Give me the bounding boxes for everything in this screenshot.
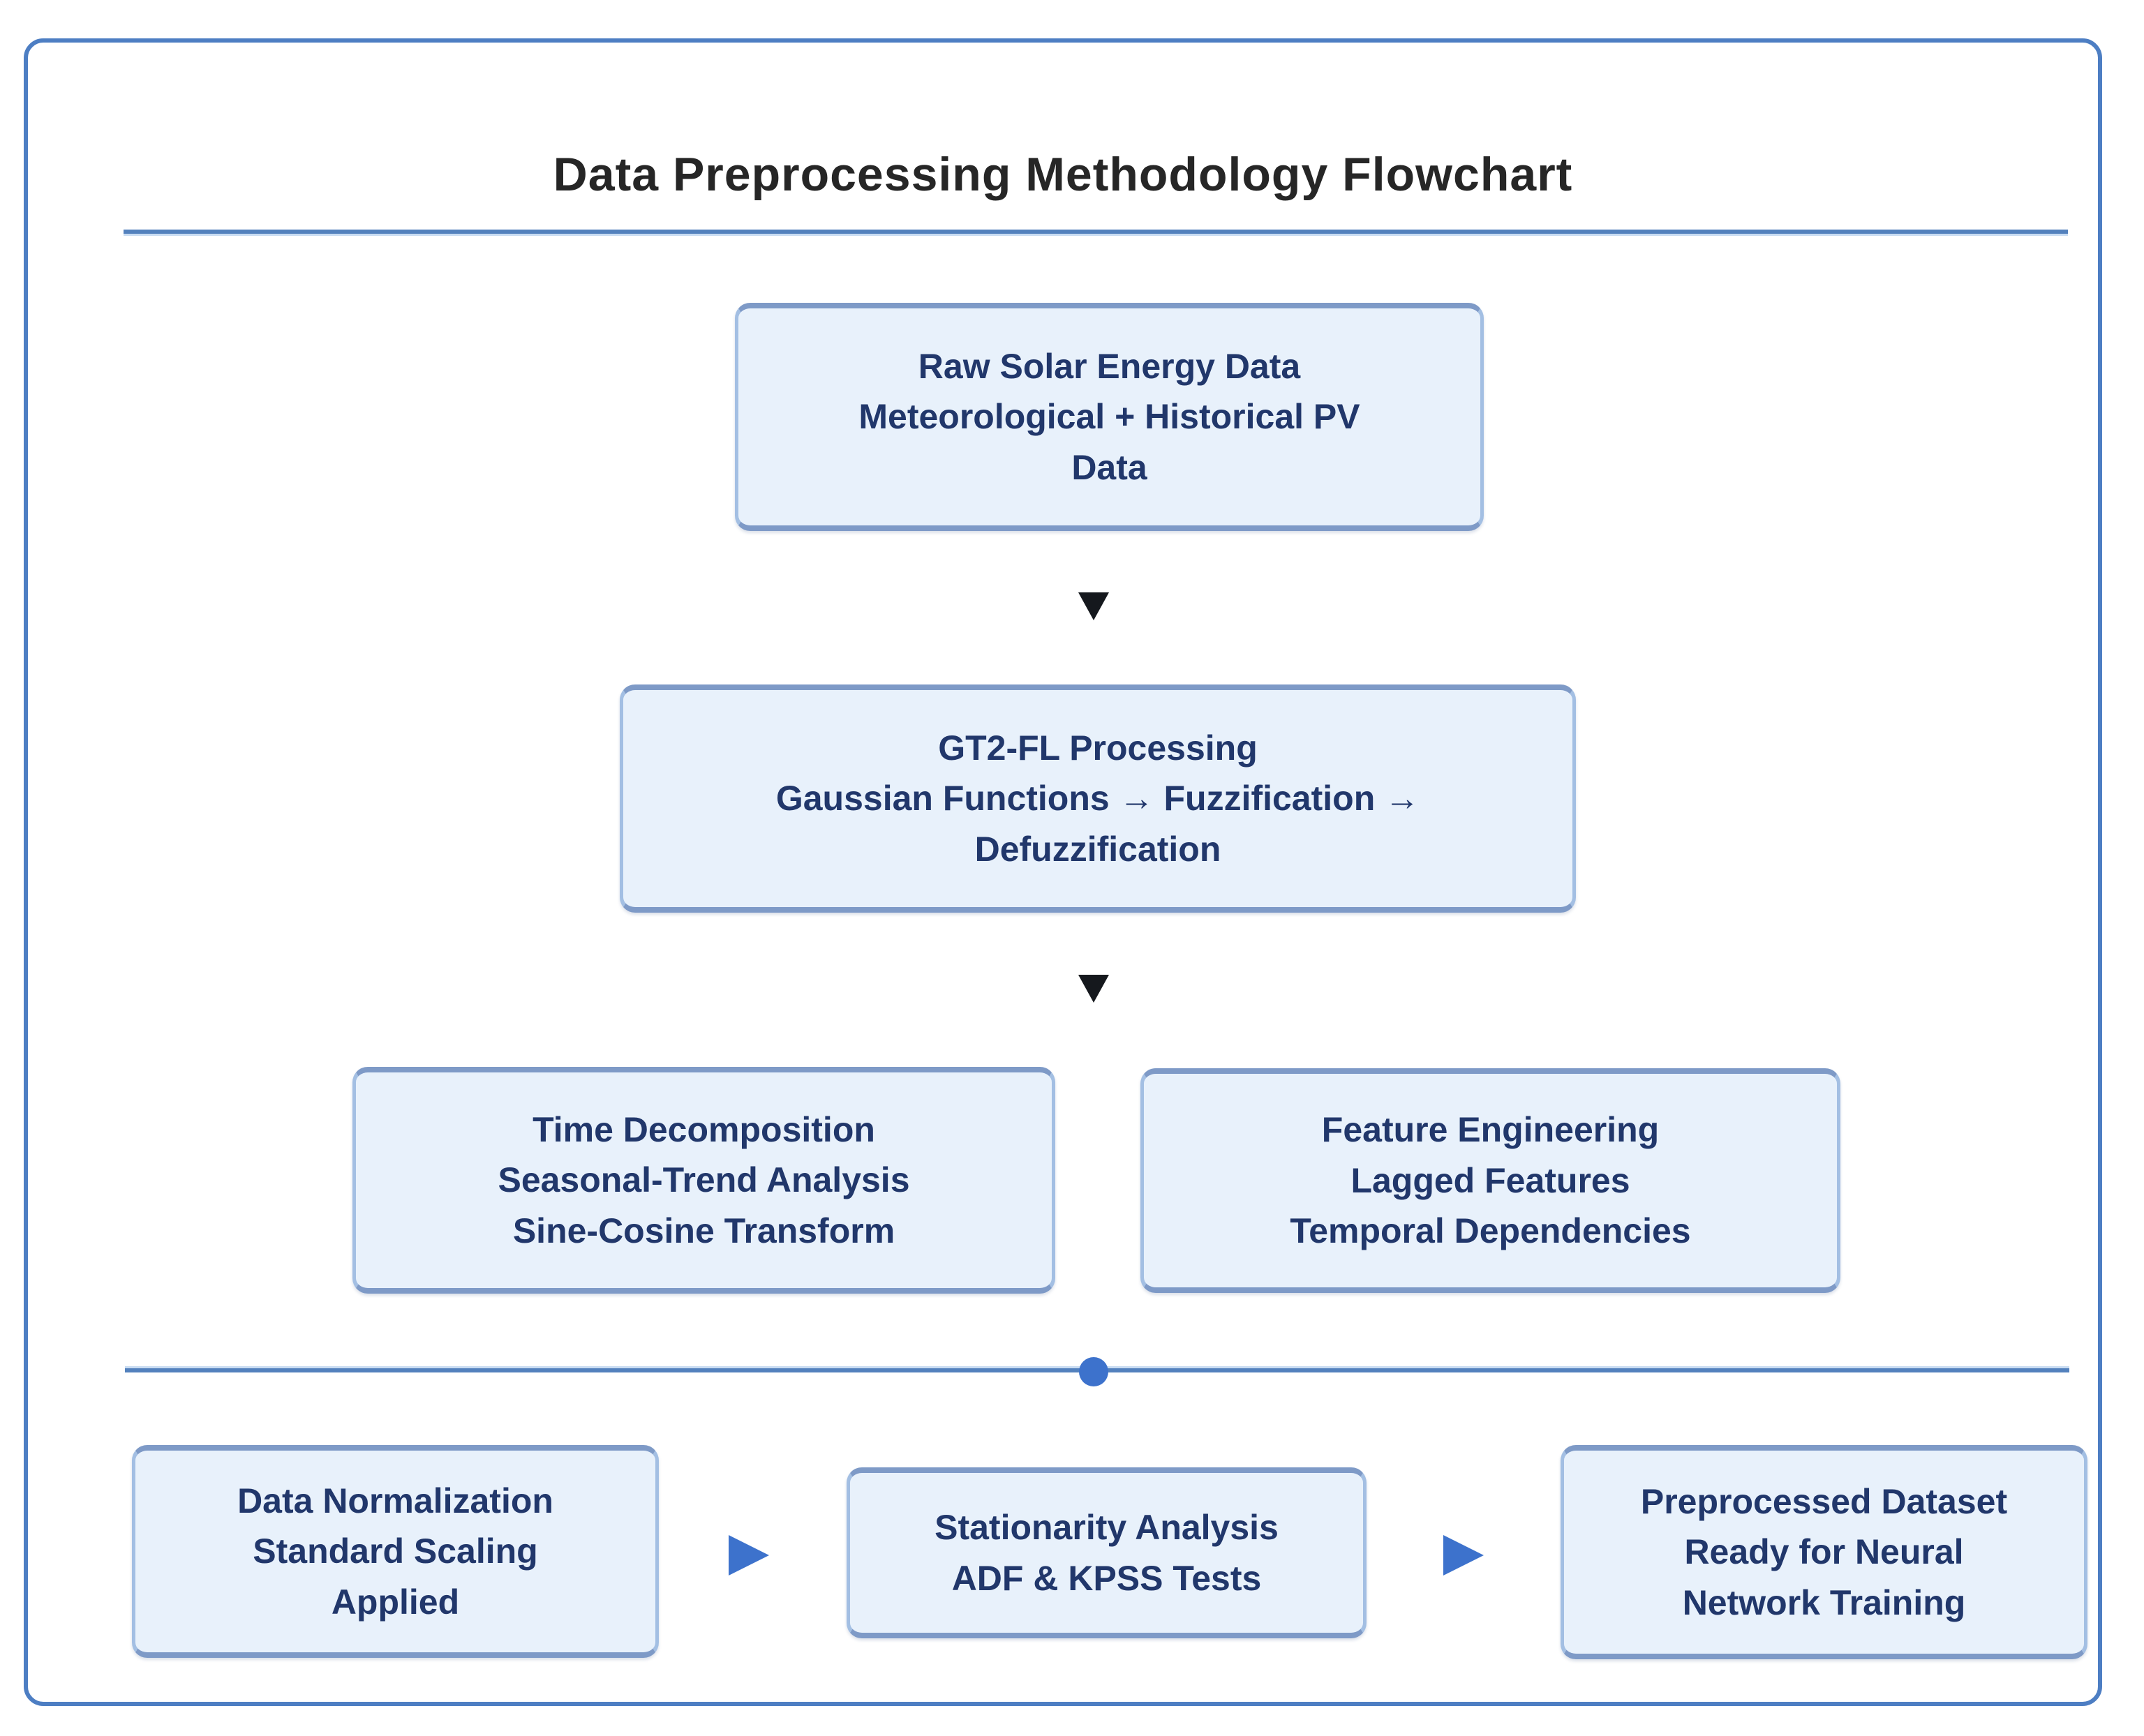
node-line: Network Training: [1682, 1582, 1966, 1622]
node-line: Meteorological + Historical PV: [858, 397, 1360, 437]
node-line: Temporal Dependencies: [1290, 1211, 1691, 1251]
node-line: Gaussian Functions → Fuzzification →: [775, 779, 1420, 818]
node-line: Applied: [331, 1582, 460, 1622]
page-title: Data Preprocessing Methodology Flowchart: [553, 148, 1573, 201]
node-line: Feature Engineering: [1321, 1110, 1660, 1150]
node-line: Data: [1071, 447, 1147, 487]
right-arrow-icon: [729, 1535, 769, 1576]
node-line: Seasonal-Trend Analysis: [498, 1160, 910, 1200]
node-raw-solar-data: Raw Solar Energy Data Meteorological + H…: [735, 303, 1484, 531]
down-arrow-icon: [1078, 592, 1109, 620]
node-line: Standard Scaling: [253, 1532, 538, 1571]
junction-dot-icon: [1079, 1357, 1108, 1386]
node-line: GT2-FL Processing: [938, 728, 1258, 768]
node-line: Time Decomposition: [533, 1109, 875, 1149]
node-line: Lagged Features: [1350, 1160, 1630, 1200]
title-underline: [124, 230, 2068, 234]
node-time-decomposition: Time Decomposition Seasonal-Trend Analys…: [352, 1067, 1055, 1294]
flowchart-frame: Data Preprocessing Methodology Flowchart…: [24, 38, 2102, 1706]
down-arrow-icon: [1078, 975, 1109, 1003]
node-gt2fl-processing: GT2-FL Processing Gaussian Functions → F…: [620, 684, 1576, 913]
node-preprocessed-dataset: Preprocessed Dataset Ready for Neural Ne…: [1561, 1445, 2087, 1659]
right-arrow-icon: [1443, 1535, 1484, 1576]
node-line: Stationarity Analysis: [935, 1508, 1279, 1547]
node-line: ADF & KPSS Tests: [951, 1558, 1262, 1598]
node-line: Preprocessed Dataset: [1640, 1481, 2008, 1521]
node-line: Defuzzification: [974, 829, 1221, 869]
node-line: Raw Solar Energy Data: [918, 346, 1301, 386]
node-data-normalization: Data Normalization Standard Scaling Appl…: [132, 1445, 659, 1658]
node-line: Sine-Cosine Transform: [512, 1211, 895, 1250]
node-stationarity-analysis: Stationarity Analysis ADF & KPSS Tests: [847, 1467, 1367, 1638]
node-line: Data Normalization: [237, 1481, 553, 1520]
node-feature-engineering: Feature Engineering Lagged Features Temp…: [1140, 1068, 1840, 1293]
node-line: Ready for Neural: [1684, 1532, 1964, 1572]
